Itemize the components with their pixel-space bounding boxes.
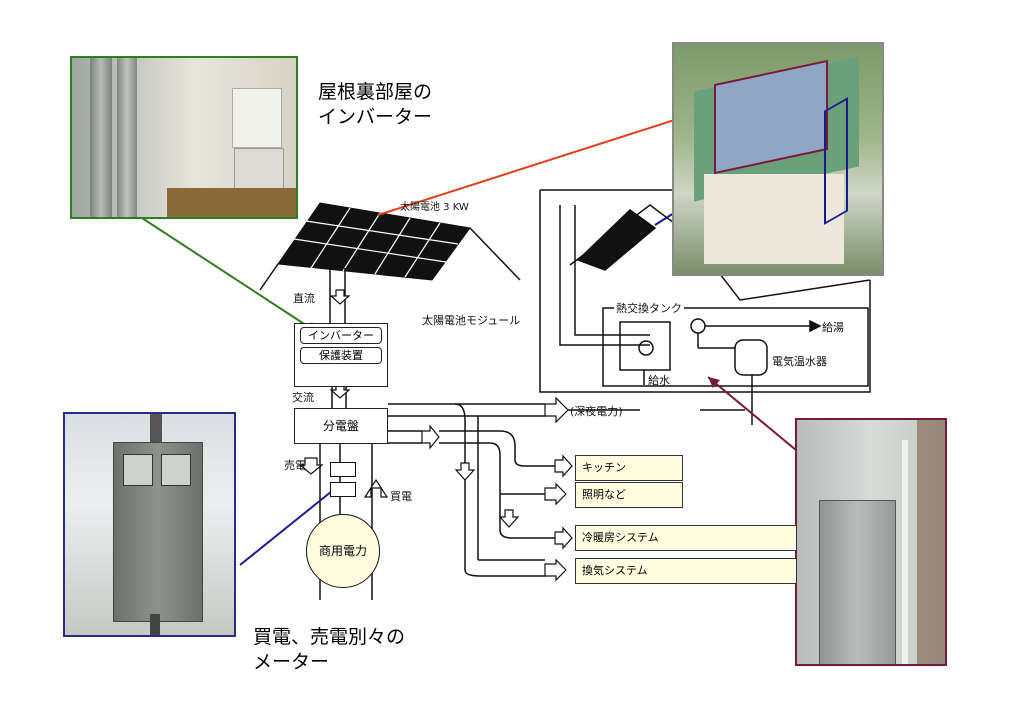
solar-module-label: 太陽電池モジュール xyxy=(422,314,521,327)
load-hvac-label: 冷暖房システム xyxy=(582,531,659,544)
load-lighting: 照明など xyxy=(575,482,683,508)
inverter-caption-line1: 屋根裏部屋の xyxy=(318,81,433,103)
meter-caption-line2: メーター xyxy=(253,651,330,673)
heat-tank-label: 熱交換タンク xyxy=(614,300,684,316)
buy-meter xyxy=(330,482,356,497)
dc-label: 直流 xyxy=(293,292,315,305)
inverter-caption-line2: インバーター xyxy=(318,106,433,128)
inverter-box: インバーター 保護装置 xyxy=(294,323,388,387)
meter-caption: 買電、売電別々の メーター xyxy=(253,625,405,675)
water-heater-photo xyxy=(795,418,947,666)
late-night-label: (深夜電力) xyxy=(570,405,623,418)
solar-panel xyxy=(259,202,521,291)
water-supply-label: 給水 xyxy=(648,374,670,387)
distribution-board-label: 分電盤 xyxy=(322,419,359,433)
solar-title-label: 太陽電池 3 KW xyxy=(400,202,469,213)
commercial-power-label: 商用電力 xyxy=(318,544,367,558)
meter-caption-line1: 買電、売電別々の xyxy=(253,626,406,648)
heat-exchange-tank xyxy=(602,307,869,425)
load-arrows xyxy=(454,454,573,582)
load-kitchen-label: キッチン xyxy=(582,461,626,474)
water-heater-label: 電気温水器 xyxy=(772,355,827,368)
distribution-board: 分電盤 xyxy=(294,408,388,444)
load-ventilation-label: 換気システム xyxy=(582,564,648,577)
commercial-power-circle: 商用電力 xyxy=(306,514,380,588)
hot-supply-label: 給湯 xyxy=(822,321,844,334)
protection-label: 保護装置 xyxy=(300,347,382,364)
meter-photo xyxy=(63,412,236,637)
inverter-label: インバーター xyxy=(300,327,382,344)
load-lighting-label: 照明など xyxy=(582,488,626,501)
ac-label: 交流 xyxy=(292,391,314,404)
inverter-caption: 屋根裏部屋の インバーター xyxy=(318,80,432,130)
inverter-photo xyxy=(70,56,298,219)
distribution-lines xyxy=(388,403,745,577)
load-ventilation: 換気システム xyxy=(575,558,797,584)
sell-label: 売電 xyxy=(284,459,306,472)
load-kitchen: キッチン xyxy=(575,455,683,481)
sell-meter xyxy=(330,462,356,477)
buy-label: 買電 xyxy=(390,490,412,503)
house-photo xyxy=(672,42,884,276)
flow-arrows xyxy=(298,289,569,498)
load-hvac: 冷暖房システム xyxy=(575,525,797,551)
